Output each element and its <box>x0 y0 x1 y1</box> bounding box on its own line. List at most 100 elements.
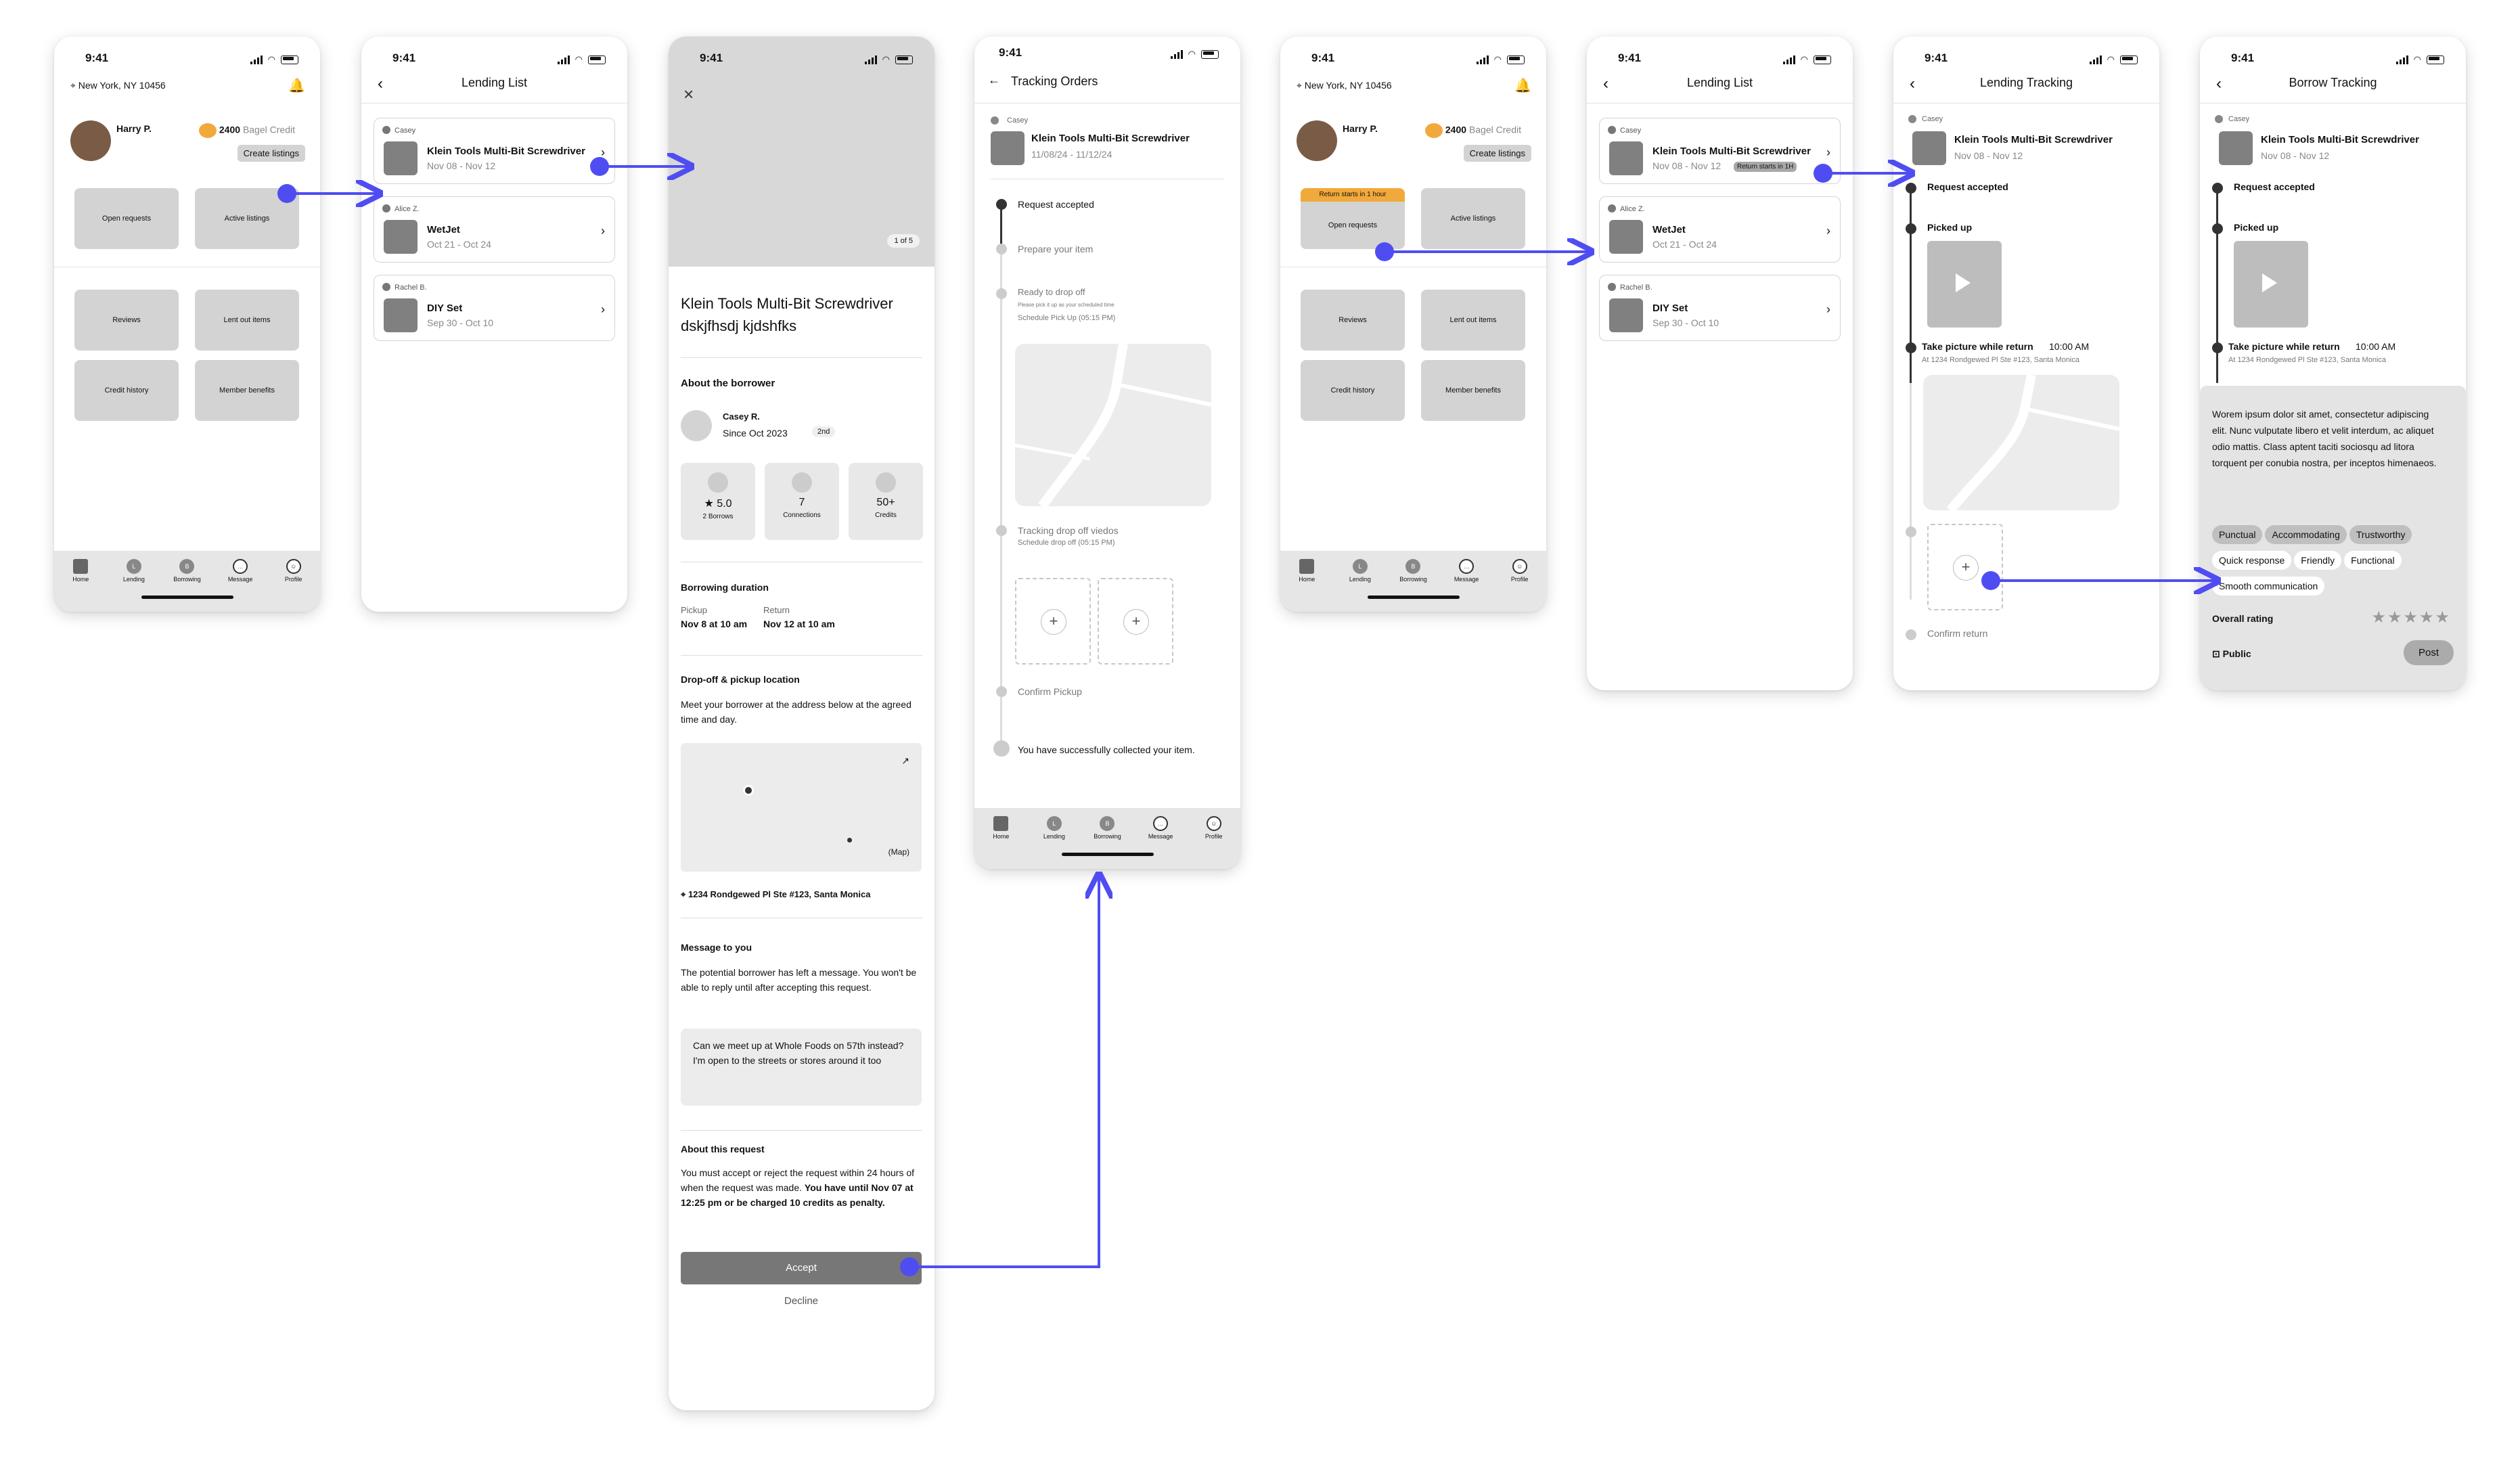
bell-icon[interactable]: 🔔 <box>288 78 305 93</box>
page-title: Lending List <box>1686 76 1753 89</box>
lent-out-items-tile[interactable]: Lent out items <box>1421 290 1525 351</box>
timeline-line <box>1910 187 1912 383</box>
home-icon <box>73 559 89 574</box>
rating-label: Overall rating <box>2212 613 2274 624</box>
tag-chip[interactable]: Friendly <box>2294 551 2342 570</box>
nav-profile[interactable]: ☺Profile <box>1500 559 1540 594</box>
back-icon[interactable]: ‹ <box>1910 74 1915 93</box>
image-carousel[interactable] <box>669 37 935 267</box>
battery-icon <box>2120 55 2138 64</box>
star-icon[interactable]: ★ <box>2387 608 2404 627</box>
map[interactable] <box>1923 375 2119 510</box>
visibility-toggle[interactable]: ⊡ Public <box>2212 648 2251 660</box>
tag-chip[interactable]: Quick response <box>2212 551 2292 570</box>
signal-icon <box>2395 55 2408 64</box>
location-label[interactable]: ⌖ New York, NY 10456 <box>70 80 166 91</box>
message-icon: … <box>1153 816 1169 831</box>
nav-home[interactable]: Home <box>981 816 1021 851</box>
nav-profile[interactable]: ☺Profile <box>273 559 314 594</box>
page-title: Borrow Tracking <box>2289 76 2377 89</box>
back-icon[interactable]: ‹ <box>1603 74 1608 93</box>
nav-message[interactable]: …Message <box>1140 816 1181 851</box>
lent-out-items-tile[interactable]: Lent out items <box>195 290 299 351</box>
nav-profile[interactable]: ☺Profile <box>1194 816 1234 851</box>
item-title: Klein Tools Multi-Bit Screwdriver <box>1031 133 1190 144</box>
back-icon[interactable]: ‹ <box>2216 74 2222 93</box>
item-thumbnail <box>1609 298 1643 332</box>
profile-icon: ☺ <box>1206 816 1221 831</box>
back-arrow-icon[interactable]: ← <box>988 73 1000 87</box>
active-listings-tile[interactable]: Active listings <box>1421 188 1525 249</box>
member-benefits-tile[interactable]: Member benefits <box>1421 360 1525 421</box>
nav-message[interactable]: …Message <box>1446 559 1487 594</box>
video-thumbnail[interactable] <box>2234 241 2308 328</box>
post-button[interactable]: Post <box>2403 640 2454 665</box>
create-listings-button[interactable]: Create listings <box>237 145 305 162</box>
tag-chip[interactable]: Functional <box>2344 551 2402 570</box>
open-requests-tile[interactable]: Open requests <box>74 188 179 249</box>
reviews-tile[interactable]: Reviews <box>74 290 179 351</box>
tag-chip[interactable]: Punctual <box>2212 525 2263 544</box>
create-listings-button[interactable]: Create listings <box>1463 145 1531 162</box>
degree-badge: 2nd <box>812 426 836 437</box>
bell-icon[interactable]: 🔔 <box>1514 78 1531 93</box>
tag-chip[interactable]: Accommodating <box>2265 525 2347 544</box>
add-video-slot[interactable]: + <box>1015 578 1091 665</box>
star-rating[interactable]: ★★★★★ <box>2371 608 2451 627</box>
accept-button[interactable]: Accept <box>681 1252 922 1284</box>
external-link-icon[interactable]: ↗ <box>901 755 909 766</box>
star-icon[interactable]: ★ <box>2403 608 2419 627</box>
map[interactable] <box>1015 344 1211 506</box>
home-screen: 9:41 ◠ ⌖ New York, NY 10456 🔔 Harry P. 2… <box>54 37 320 612</box>
add-video-slot[interactable]: + <box>1098 578 1173 665</box>
map[interactable]: ↗ (Map) <box>681 743 922 872</box>
star-icon[interactable]: ★ <box>2418 608 2435 627</box>
home-icon <box>993 816 1009 831</box>
divider <box>681 1130 922 1131</box>
reviews-tile[interactable]: Reviews <box>1301 290 1405 351</box>
location-label[interactable]: ⌖ New York, NY 10456 <box>1297 80 1392 91</box>
star-icon[interactable]: ★ <box>2435 608 2451 627</box>
stat-label: 2 Borrows <box>702 513 734 520</box>
item-thumbnail <box>991 131 1025 165</box>
credit-history-tile[interactable]: Credit history <box>74 360 179 421</box>
borrower-name: Rachel B. <box>1608 283 1652 292</box>
borrower-name: Casey R. <box>723 411 760 422</box>
timeline-dot <box>2212 183 2223 194</box>
close-icon[interactable]: × <box>683 84 694 104</box>
home-screen-return: 9:41◠ ⌖ New York, NY 10456 🔔 Harry P. 24… <box>1280 37 1546 612</box>
tag-chip[interactable]: Smooth communication <box>2212 577 2325 596</box>
nav-home[interactable]: Home <box>60 559 101 594</box>
credit-history-tile[interactable]: Credit history <box>1301 360 1405 421</box>
nav-message[interactable]: …Message <box>220 559 261 594</box>
decline-button[interactable]: Decline <box>784 1295 819 1307</box>
order-name: Casey <box>1922 115 1943 123</box>
location-pin-icon: ⌖ <box>681 889 686 899</box>
active-listings-tile[interactable]: Active listings <box>195 188 299 249</box>
video-thumbnail[interactable] <box>1927 241 2002 328</box>
open-requests-tile[interactable]: Open requests <box>1301 202 1405 249</box>
chevron-right-icon: › <box>1826 302 1830 316</box>
home-icon <box>1299 559 1315 574</box>
header: ←Tracking Orders <box>974 73 1240 104</box>
divider <box>681 357 922 358</box>
star-icon[interactable]: ★ <box>2371 608 2387 627</box>
tag-chip[interactable]: Trustworthy <box>2349 525 2412 544</box>
back-icon[interactable]: ‹ <box>378 74 383 93</box>
add-photo-slot[interactable]: + <box>1927 524 2003 610</box>
member-benefits-tile[interactable]: Member benefits <box>195 360 299 421</box>
nav-home[interactable]: Home <box>1286 559 1327 594</box>
